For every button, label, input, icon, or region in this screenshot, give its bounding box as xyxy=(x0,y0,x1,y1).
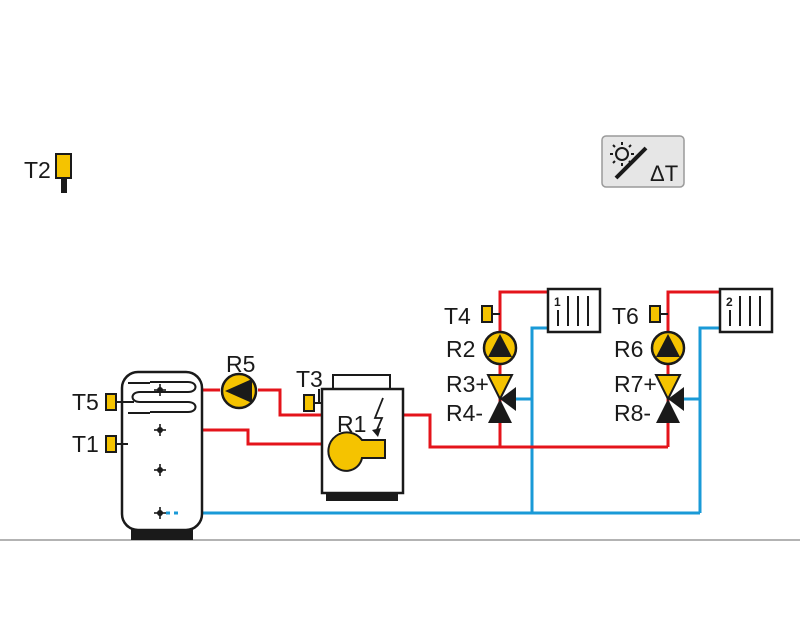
label-t1: T1 xyxy=(72,431,99,457)
burner-fan-icon xyxy=(327,431,386,472)
label-t6: T6 xyxy=(612,303,639,329)
sensor-t3 xyxy=(303,389,322,412)
circuit-1: 1 xyxy=(482,287,602,423)
radiator-number-1: 1 xyxy=(554,295,561,309)
solar-delta-t-icon: ΔT xyxy=(610,142,678,186)
radiator-icon xyxy=(546,287,602,334)
radiator-icon xyxy=(718,287,774,334)
label-r5: R5 xyxy=(226,351,255,377)
sensor-t6 xyxy=(649,305,668,323)
sensor-t2 xyxy=(55,153,72,193)
radiator-2: 2 xyxy=(718,287,774,334)
boiler: R1 xyxy=(320,374,405,501)
radiator-number-2: 2 xyxy=(726,295,733,309)
storage-tank xyxy=(120,370,204,540)
power-bolt-icon xyxy=(373,397,384,433)
label-t4: T4 xyxy=(444,303,471,329)
sensor-icon xyxy=(481,305,493,323)
label-t3: T3 xyxy=(296,366,323,392)
sensor-icon xyxy=(105,435,117,453)
sensor-t5 xyxy=(105,393,134,411)
radiator-1: 1 xyxy=(546,287,602,334)
sensor-icon xyxy=(105,393,117,411)
label-r8: R8- xyxy=(614,400,651,426)
circuit-2: 2 xyxy=(650,287,774,423)
label-r7: R7+ xyxy=(614,371,657,397)
pump-r5 xyxy=(220,372,258,410)
sensor-icon xyxy=(649,305,661,323)
mixing-valve-icon xyxy=(486,374,516,423)
sensor-icon xyxy=(55,153,72,179)
label-r3: R3+ xyxy=(446,371,489,397)
mixing-valve-icon xyxy=(654,374,684,423)
labels: T2 T5 T1 R5 T3 T4 R2 R3+ R4- T6 R6 R7+ R… xyxy=(24,157,657,457)
label-t5: T5 xyxy=(72,389,99,415)
delta-t-text: ΔT xyxy=(650,161,678,186)
label-t2: T2 xyxy=(24,157,51,183)
label-r2: R2 xyxy=(446,336,475,362)
sensor-t4 xyxy=(481,305,500,323)
sensor-icon xyxy=(303,394,315,412)
label-r4: R4- xyxy=(446,400,483,426)
label-r6: R6 xyxy=(614,336,643,362)
label-r1: R1 xyxy=(337,411,366,437)
sensor-t1 xyxy=(105,435,128,453)
controller-button[interactable]: ΔT xyxy=(601,135,685,188)
